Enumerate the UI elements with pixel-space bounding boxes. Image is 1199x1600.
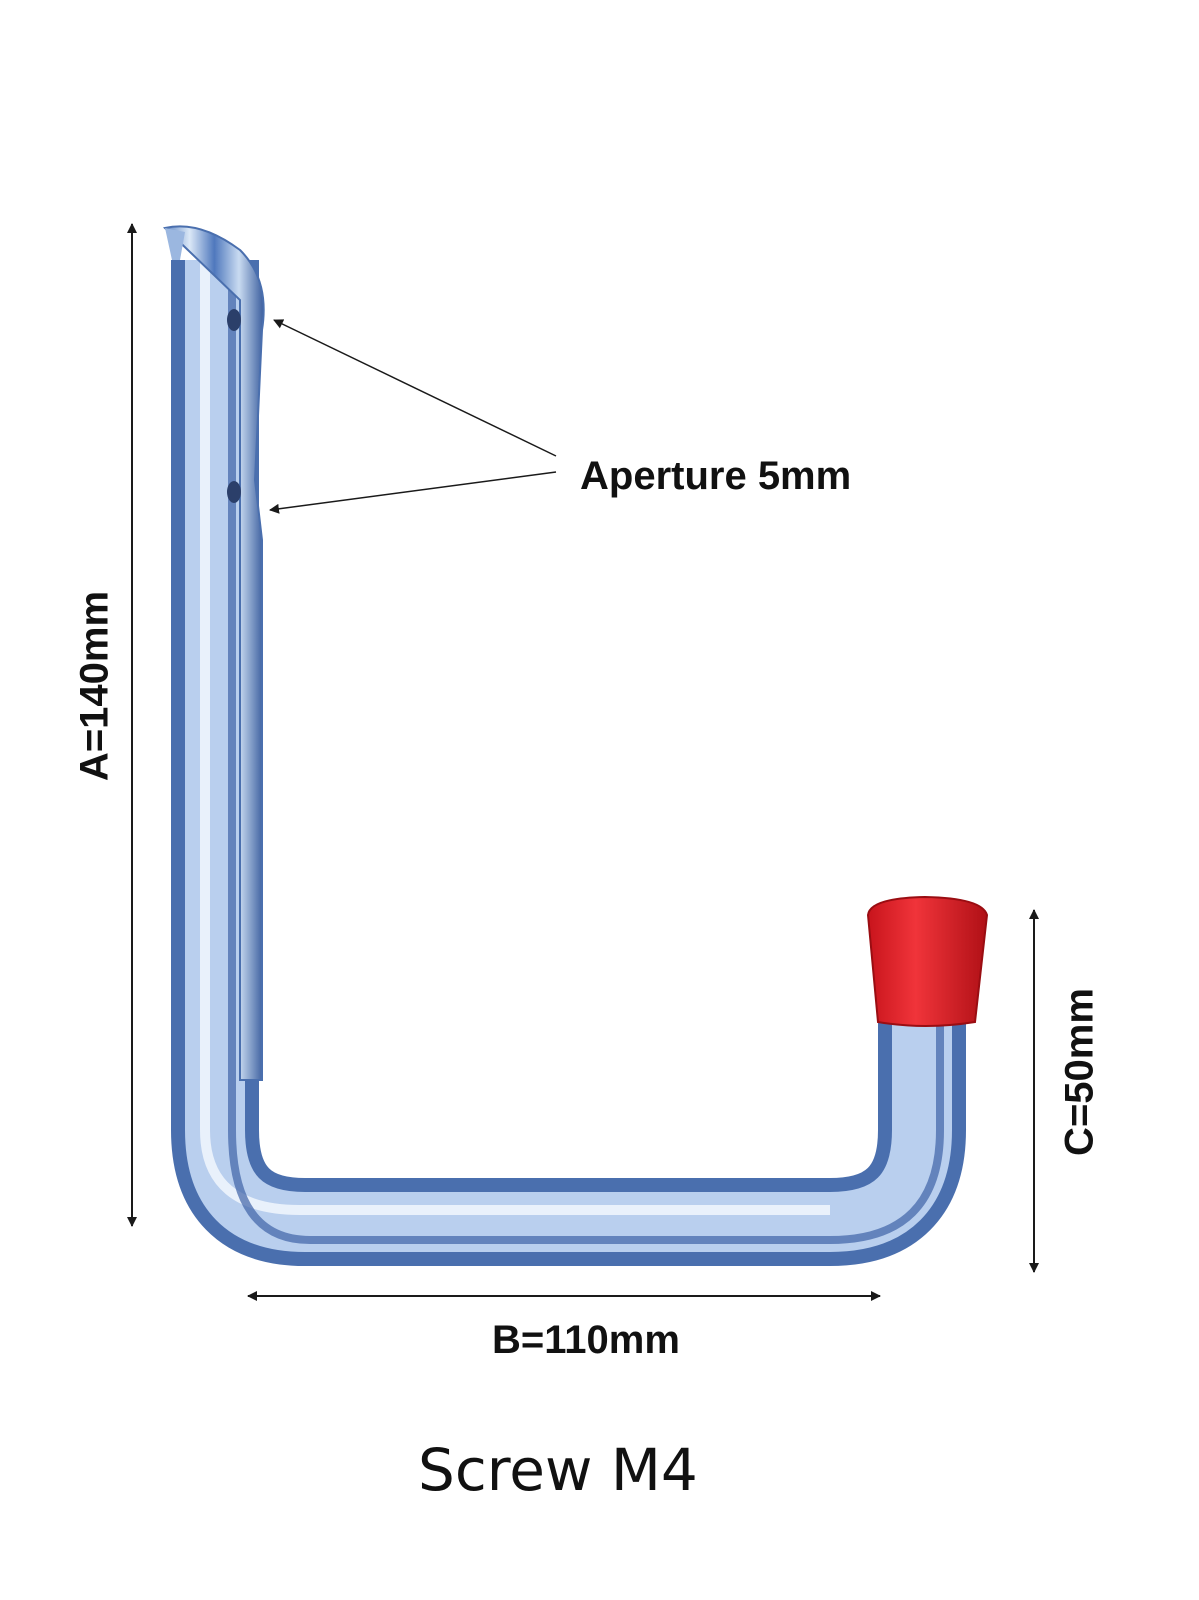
dimension-c-label: C=50mm [1057, 988, 1102, 1156]
aperture-label: Aperture 5mm [580, 454, 852, 498]
dimension-b-label: B=110mm [492, 1318, 680, 1362]
aperture-pointers [269, 319, 557, 514]
dimension-a-label: A=140mm [72, 590, 117, 782]
screw-caption: Screw M4 [418, 1436, 698, 1504]
rubber-cap [866, 895, 989, 1027]
hook [162, 225, 966, 1266]
